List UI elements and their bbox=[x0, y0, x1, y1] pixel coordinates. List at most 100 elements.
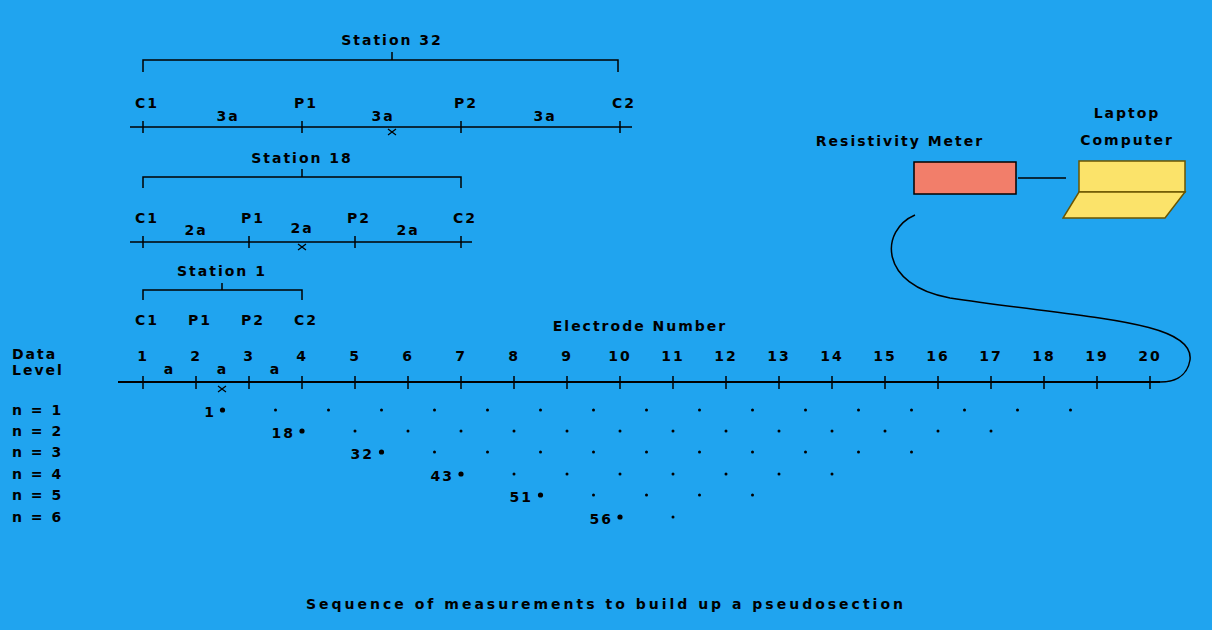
datum-point bbox=[619, 473, 622, 476]
array-label: 5 bbox=[349, 348, 361, 364]
array-label: 15 bbox=[873, 348, 896, 364]
station-bracket bbox=[143, 283, 302, 300]
datum-point bbox=[1016, 409, 1019, 412]
datum-point bbox=[831, 473, 834, 476]
datum-point bbox=[910, 451, 913, 454]
array-label: a bbox=[164, 361, 175, 377]
node-heading: Laptop Computer bbox=[1062, 100, 1192, 153]
array-label: 43 bbox=[431, 468, 454, 484]
electrode-tick bbox=[725, 376, 727, 389]
datum-point bbox=[804, 451, 807, 454]
array-label: 56 bbox=[590, 511, 613, 527]
electrode-tick bbox=[460, 121, 462, 133]
electrode-tick bbox=[937, 376, 939, 389]
electrode-tick bbox=[513, 376, 515, 389]
electrode-tick bbox=[1043, 376, 1045, 389]
electrode-tick bbox=[142, 121, 144, 133]
electrode-tick bbox=[1149, 376, 1151, 389]
datum-point bbox=[327, 409, 330, 412]
array-label: 7 bbox=[455, 348, 467, 364]
datum-point bbox=[672, 516, 675, 519]
electrode-tick bbox=[301, 376, 303, 389]
array-label: P1 bbox=[188, 312, 212, 328]
station-label: Station 1 bbox=[177, 263, 267, 279]
array-label: C2 bbox=[612, 95, 636, 111]
midpoint-mark bbox=[218, 386, 226, 392]
node-heading: Resistivity Meter bbox=[810, 128, 990, 155]
array-label: 51 bbox=[510, 489, 533, 505]
data-level-label: n = 2 bbox=[12, 423, 63, 439]
array-label: 6 bbox=[402, 348, 414, 364]
datum-point bbox=[592, 409, 595, 412]
datum-point bbox=[538, 492, 543, 497]
datum-point bbox=[857, 409, 860, 412]
resistivity-meter: Resistivity Meter bbox=[810, 128, 1018, 195]
array-label: 14 bbox=[820, 348, 843, 364]
electrode-tick bbox=[1096, 376, 1098, 389]
datum-point bbox=[486, 409, 489, 412]
datum-point bbox=[672, 430, 675, 433]
datum-point bbox=[379, 449, 384, 454]
datum-point bbox=[831, 430, 834, 433]
datum-point bbox=[778, 430, 781, 433]
array-label: C2 bbox=[453, 210, 477, 226]
electrode-tick bbox=[407, 376, 409, 389]
data-level-label: n = 1 bbox=[12, 402, 63, 418]
electrode-tick bbox=[460, 376, 462, 389]
data-level-label: n = 6 bbox=[12, 509, 63, 525]
electrode-tick bbox=[831, 376, 833, 389]
datum-point bbox=[566, 430, 569, 433]
array-label: P2 bbox=[241, 312, 265, 328]
spread-line bbox=[130, 241, 472, 243]
datum-point bbox=[725, 430, 728, 433]
datum-point bbox=[698, 451, 701, 454]
array-label: 3 bbox=[243, 348, 255, 364]
datum-point bbox=[458, 471, 463, 476]
array-label: C1 bbox=[135, 210, 159, 226]
datum-point bbox=[299, 428, 304, 433]
array-label: P1 bbox=[241, 210, 265, 226]
electrode-tick bbox=[248, 376, 250, 389]
array-label: 3a bbox=[533, 108, 556, 124]
datum-point bbox=[645, 451, 648, 454]
datum-point bbox=[857, 451, 860, 454]
datum-point bbox=[937, 430, 940, 433]
array-label: 20 bbox=[1138, 348, 1161, 364]
array-label: C1 bbox=[135, 312, 159, 328]
array-label: Electrode Number bbox=[553, 318, 727, 334]
array-label: C1 bbox=[135, 95, 159, 111]
datum-point bbox=[990, 430, 993, 433]
datum-point bbox=[645, 409, 648, 412]
datum-point bbox=[672, 473, 675, 476]
array-label: 1 bbox=[137, 348, 149, 364]
array-label: 13 bbox=[767, 348, 790, 364]
array-label: 4 bbox=[296, 348, 308, 364]
datum-point bbox=[380, 409, 383, 412]
electrode-tick bbox=[301, 121, 303, 133]
cable-connector bbox=[1018, 177, 1066, 179]
datum-point bbox=[778, 473, 781, 476]
datum-point bbox=[460, 430, 463, 433]
datum-point bbox=[1069, 409, 1072, 412]
array-label: P2 bbox=[347, 210, 371, 226]
array-label: P2 bbox=[454, 95, 478, 111]
array-label: a bbox=[217, 361, 228, 377]
array-label: 10 bbox=[608, 348, 631, 364]
electrode-tick bbox=[619, 121, 621, 133]
midpoint-mark bbox=[388, 129, 396, 135]
datum-point bbox=[220, 407, 225, 412]
electrode-tick bbox=[672, 376, 674, 389]
datum-point bbox=[539, 451, 542, 454]
array-label: 17 bbox=[979, 348, 1002, 364]
datum-point bbox=[751, 494, 754, 497]
cable bbox=[891, 215, 1190, 382]
array-label: 11 bbox=[661, 348, 684, 364]
array-label: 3a bbox=[371, 108, 394, 124]
array-label: P1 bbox=[294, 95, 318, 111]
station-label: Station 32 bbox=[341, 32, 443, 48]
array-label: 32 bbox=[351, 446, 374, 462]
datum-point bbox=[619, 430, 622, 433]
electrode-tick bbox=[195, 376, 197, 389]
datum-point bbox=[698, 409, 701, 412]
